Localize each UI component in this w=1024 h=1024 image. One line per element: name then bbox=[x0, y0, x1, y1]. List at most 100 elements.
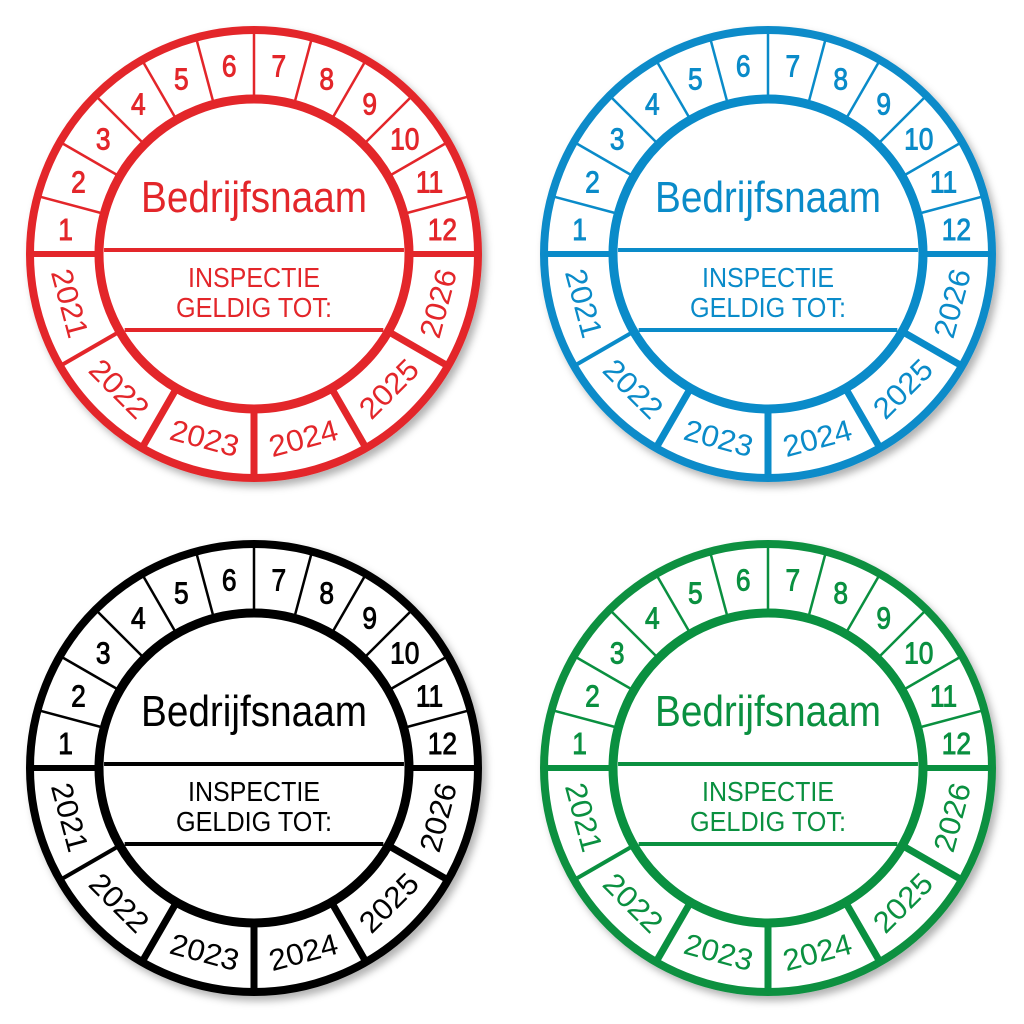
month-9: 9 bbox=[362, 87, 377, 121]
month-10: 10 bbox=[904, 636, 933, 670]
month-divider bbox=[844, 59, 882, 121]
month-divider bbox=[37, 194, 105, 216]
year-divider bbox=[59, 329, 121, 368]
year-divider bbox=[386, 328, 450, 370]
month-divider bbox=[876, 608, 928, 660]
month-4: 4 bbox=[131, 601, 146, 635]
month-2: 2 bbox=[585, 679, 600, 713]
month-divider bbox=[708, 37, 730, 105]
year-divider bbox=[328, 386, 370, 450]
inspection-label: INSPECTIE bbox=[188, 776, 320, 807]
company-name: Bedrijfsnaam bbox=[655, 687, 881, 736]
month-9: 9 bbox=[876, 87, 891, 121]
month-divider bbox=[901, 140, 963, 178]
year-divider bbox=[900, 842, 964, 884]
month-divider bbox=[292, 551, 314, 619]
month-2: 2 bbox=[71, 679, 86, 713]
month-divider bbox=[37, 708, 105, 730]
month-10: 10 bbox=[390, 636, 419, 670]
month-divider bbox=[330, 573, 368, 635]
month-divider bbox=[194, 37, 216, 105]
month-10: 10 bbox=[904, 122, 933, 156]
month-divider bbox=[876, 94, 928, 146]
month-divider bbox=[387, 654, 449, 692]
month-6: 6 bbox=[222, 564, 237, 598]
month-divider bbox=[573, 140, 635, 178]
month-12: 12 bbox=[942, 727, 971, 761]
month-divider bbox=[608, 608, 660, 660]
year-divider bbox=[59, 843, 121, 882]
year-divider bbox=[652, 386, 694, 450]
month-9: 9 bbox=[876, 601, 891, 635]
year-divider bbox=[842, 386, 884, 450]
month-11: 11 bbox=[930, 679, 957, 713]
sticker-inner-ring bbox=[94, 94, 414, 414]
month-8: 8 bbox=[319, 63, 334, 97]
inspection-label: INSPECTIE bbox=[188, 262, 320, 293]
month-1: 1 bbox=[58, 727, 73, 761]
month-7: 7 bbox=[785, 50, 800, 84]
month-12: 12 bbox=[428, 213, 457, 247]
month-divider bbox=[194, 551, 216, 619]
month-divider bbox=[140, 573, 178, 635]
month-11: 11 bbox=[416, 165, 443, 199]
year-divider bbox=[386, 842, 450, 884]
year-divider bbox=[900, 328, 964, 370]
month-divider bbox=[362, 608, 414, 660]
month-divider bbox=[140, 59, 178, 121]
month-divider bbox=[608, 94, 660, 146]
month-5: 5 bbox=[688, 577, 703, 611]
month-divider bbox=[844, 573, 882, 635]
month-5: 5 bbox=[174, 577, 189, 611]
valid-until-label: GELDIG TOT: bbox=[176, 292, 332, 323]
inspection-label: INSPECTIE bbox=[702, 262, 834, 293]
year-divider bbox=[652, 900, 694, 964]
year-divider bbox=[138, 386, 180, 450]
valid-until-label: GELDIG TOT: bbox=[176, 806, 332, 837]
year-divider bbox=[328, 900, 370, 964]
month-7: 7 bbox=[785, 564, 800, 598]
month-divider bbox=[59, 140, 121, 178]
month-7: 7 bbox=[271, 564, 286, 598]
valid-until-label: GELDIG TOT: bbox=[690, 292, 846, 323]
month-divider bbox=[403, 194, 471, 216]
month-5: 5 bbox=[688, 63, 703, 97]
month-4: 4 bbox=[645, 601, 660, 635]
month-divider bbox=[362, 94, 414, 146]
month-2: 2 bbox=[71, 165, 86, 199]
month-divider bbox=[59, 654, 121, 692]
month-divider bbox=[330, 59, 368, 121]
month-divider bbox=[551, 194, 619, 216]
year-divider bbox=[842, 900, 884, 964]
company-name: Bedrijfsnaam bbox=[655, 173, 881, 222]
month-9: 9 bbox=[362, 601, 377, 635]
month-divider bbox=[551, 708, 619, 730]
month-3: 3 bbox=[96, 122, 111, 156]
month-divider bbox=[806, 551, 828, 619]
year-divider bbox=[573, 843, 635, 882]
year-divider bbox=[138, 900, 180, 964]
valid-until-label: GELDIG TOT: bbox=[690, 806, 846, 837]
month-divider bbox=[917, 194, 985, 216]
month-8: 8 bbox=[833, 63, 848, 97]
month-5: 5 bbox=[174, 63, 189, 97]
month-3: 3 bbox=[96, 636, 111, 670]
month-4: 4 bbox=[131, 87, 146, 121]
month-11: 11 bbox=[416, 679, 443, 713]
sticker-inner-ring bbox=[608, 94, 928, 414]
month-8: 8 bbox=[319, 577, 334, 611]
year-divider bbox=[573, 329, 635, 368]
month-6: 6 bbox=[222, 50, 237, 84]
month-1: 1 bbox=[58, 213, 73, 247]
month-divider bbox=[901, 654, 963, 692]
month-1: 1 bbox=[572, 213, 587, 247]
month-3: 3 bbox=[610, 122, 625, 156]
month-3: 3 bbox=[610, 636, 625, 670]
month-8: 8 bbox=[833, 577, 848, 611]
month-divider bbox=[917, 708, 985, 730]
month-divider bbox=[806, 37, 828, 105]
month-divider bbox=[292, 37, 314, 105]
month-6: 6 bbox=[736, 50, 751, 84]
